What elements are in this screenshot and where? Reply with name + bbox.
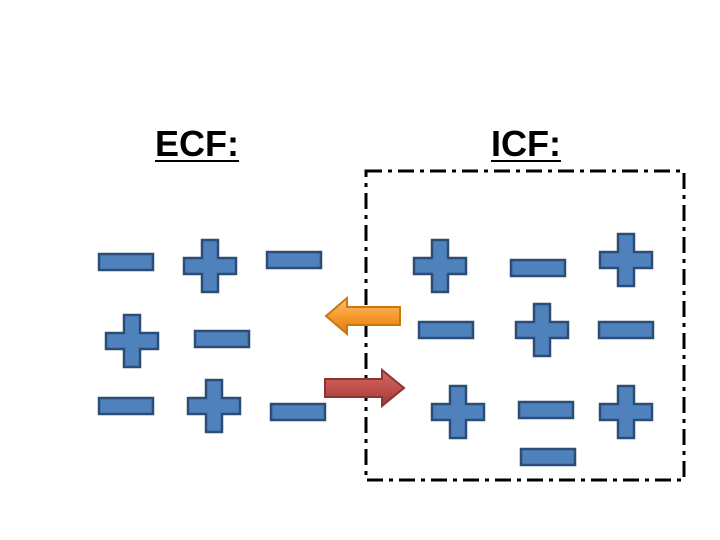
icf-negative-ion-icon [517, 400, 575, 420]
icf-positive-ion-icon [412, 238, 468, 294]
ecf-negative-ion-icon [265, 250, 323, 270]
icf-label: ICF: [491, 123, 561, 164]
icf-negative-ion-icon [597, 320, 655, 340]
ecf-negative-ion-icon [97, 252, 155, 272]
icf-negative-ion-icon [509, 258, 567, 278]
ecf-positive-ion-icon [104, 313, 160, 369]
ecf-negative-ion-icon [193, 329, 251, 349]
arrow-to-ecf-icon [324, 295, 401, 337]
icf-positive-ion-icon [598, 232, 654, 288]
icf-negative-ion-icon [519, 447, 577, 467]
ecf-negative-ion-icon [269, 402, 327, 422]
arrows-layer [324, 295, 406, 409]
ecf-label: ECF: [155, 123, 239, 164]
ecf-positive-ion-icon [182, 238, 238, 294]
icf-negative-ion-icon [417, 320, 475, 340]
icf-positive-ion-icon [598, 384, 654, 440]
arrow-to-icf-icon [324, 367, 406, 409]
ions-layer [97, 232, 655, 467]
ecf-positive-ion-icon [186, 378, 242, 434]
ecf-negative-ion-icon [97, 396, 155, 416]
icf-positive-ion-icon [430, 384, 486, 440]
icf-positive-ion-icon [514, 302, 570, 358]
